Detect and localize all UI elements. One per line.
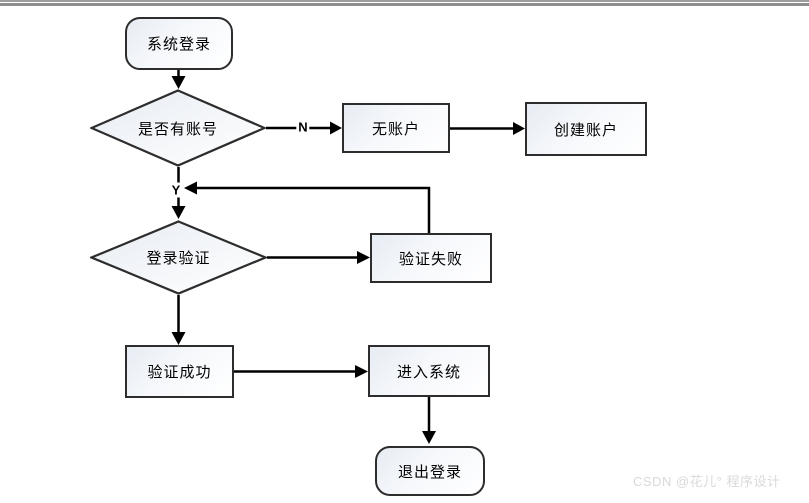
edge-login-verify-to-verify-success	[171, 295, 186, 345]
node-logout-label: 退出登录	[397, 463, 462, 481]
node-has-account-label: 是否有账号	[137, 120, 218, 138]
node-create-account: 创建账户	[525, 102, 647, 156]
edge-login-verify-to-verify-fail	[267, 251, 370, 264]
arrowhead-down-icon	[422, 431, 436, 444]
edge-verify-success-to-enter-system	[234, 365, 368, 378]
node-enter-system: 进入系统	[368, 345, 490, 397]
arrowhead-right-icon	[357, 251, 370, 264]
arrowhead-left-icon	[184, 181, 197, 195]
node-login-verify: 登录验证	[90, 220, 267, 295]
node-login-verify-label: 登录验证	[146, 250, 211, 267]
node-verify-success: 验证成功	[125, 345, 234, 398]
node-start-label: 系统登录	[146, 36, 211, 53]
node-start: 系统登录	[125, 17, 233, 70]
diamond-polygon	[90, 220, 267, 295]
node-no-account-label: 无账户	[371, 120, 420, 138]
node-no-account: 无账户	[342, 103, 450, 153]
decision-diamond-shape	[90, 89, 266, 167]
edge-label-y: Y	[169, 182, 183, 198]
node-verify-fail: 验证失败	[370, 233, 492, 283]
node-has-account: 是否有账号	[90, 89, 266, 167]
arrowhead-right-icon	[355, 365, 368, 378]
arrowhead-down-icon	[171, 332, 186, 345]
edge-enter-system-to-logout	[422, 397, 436, 444]
top-border-line-1	[0, 0, 809, 2]
decision-diamond-shape	[90, 220, 267, 295]
node-enter-system-label: 进入系统	[396, 363, 461, 381]
edge-line	[197, 186, 431, 233]
node-verify-fail-label: 验证失败	[398, 250, 463, 268]
node-logout: 退出登录	[375, 446, 485, 496]
arrowhead-right-icon	[330, 121, 342, 135]
arrowhead-right-icon	[513, 122, 525, 135]
arrowhead-down-icon	[171, 206, 186, 219]
node-create-account-label: 创建账户	[553, 121, 618, 139]
edge-label-n: N	[296, 119, 310, 135]
node-verify-success-label: 验证成功	[147, 364, 212, 381]
edge-verify-fail-feedback	[184, 181, 431, 233]
edge-start-to-has-account	[171, 70, 186, 89]
top-border-line-2	[0, 3, 809, 6]
diamond-polygon	[90, 89, 266, 167]
arrowhead-down-icon	[171, 76, 186, 89]
watermark: CSDN @花儿° 程序设计	[633, 474, 781, 489]
edge-no-account-to-create-account	[450, 122, 525, 135]
